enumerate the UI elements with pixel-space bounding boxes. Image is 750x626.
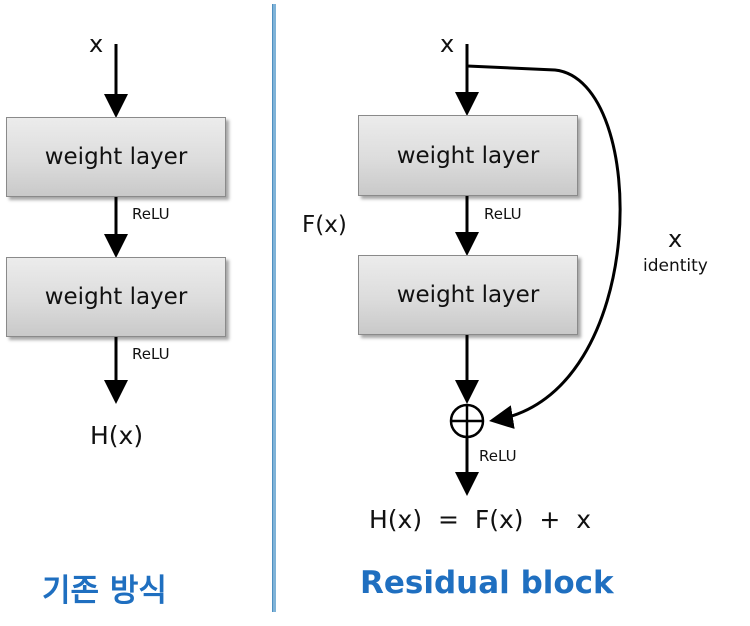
right-relu-label-2: ReLU bbox=[479, 447, 517, 465]
right-weight-layer-2: weight layer bbox=[358, 255, 578, 335]
addition-node-icon bbox=[449, 403, 485, 439]
right-output-equation: H(x) = F(x) + x bbox=[369, 505, 592, 534]
column-divider bbox=[272, 4, 276, 612]
left-output-label: H(x) bbox=[90, 421, 144, 450]
residual-function-label: F(x) bbox=[302, 212, 347, 238]
left-heading: 기존 방식 bbox=[42, 573, 167, 609]
left-relu-label-2: ReLU bbox=[132, 345, 170, 363]
identity-shortcut-curve bbox=[466, 64, 622, 429]
right-heading: Residual block bbox=[360, 565, 614, 601]
right-weight-layer-1: weight layer bbox=[358, 115, 578, 196]
right-input-label: x bbox=[440, 30, 455, 58]
right-relu-label-1: ReLU bbox=[484, 205, 522, 223]
left-relu-label-1: ReLU bbox=[132, 205, 170, 223]
shortcut-x-label: x bbox=[668, 225, 683, 253]
left-weight-layer-2: weight layer bbox=[6, 257, 226, 337]
shortcut-identity-label: identity bbox=[643, 256, 708, 276]
left-input-label: x bbox=[89, 30, 104, 58]
left-weight-layer-1: weight layer bbox=[6, 117, 226, 197]
